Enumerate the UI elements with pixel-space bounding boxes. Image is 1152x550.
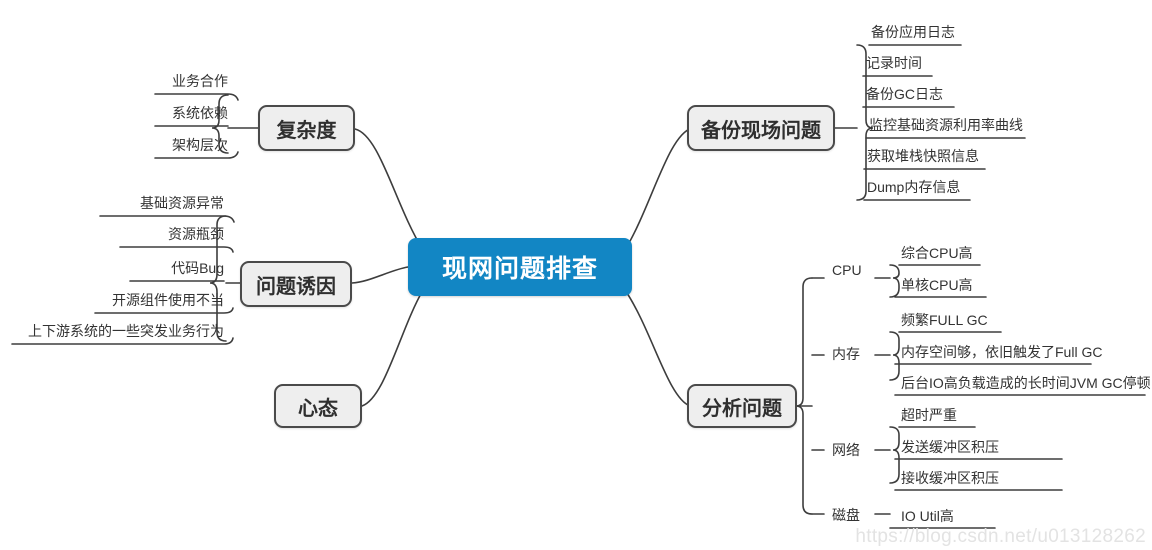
connector-root-causes <box>351 266 409 284</box>
branch-node-causes[interactable]: 问题诱因 <box>240 261 352 307</box>
leaf-cpu-1[interactable]: 综合CPU高 <box>901 245 973 261</box>
underline-causes-2 <box>119 246 234 253</box>
category-label-memory[interactable]: 内存 <box>832 346 860 362</box>
category-label-disk[interactable]: 磁盘 <box>832 507 860 523</box>
root-node-label: 现网问题排查 <box>441 255 598 283</box>
leaf-memory-1[interactable]: 频繁FULL GC <box>901 312 988 328</box>
leaf-memory-2[interactable]: 内存空间够，依旧触发了Full GC <box>901 344 1103 360</box>
category-label-network[interactable]: 网络 <box>832 442 860 458</box>
branch-node-complexity[interactable]: 复杂度 <box>258 105 355 151</box>
underline-causes-4 <box>94 307 234 314</box>
branch-label-causes: 问题诱因 <box>256 275 336 298</box>
leaf-complexity-2[interactable]: 系统依赖 <box>172 105 228 121</box>
underline-causes-1 <box>99 215 235 223</box>
connector-net-bracket <box>889 426 900 484</box>
leaf-disk-1[interactable]: IO Util高 <box>901 508 954 524</box>
leaf-backup-2[interactable]: 记录时间 <box>866 55 922 71</box>
leaf-backup-3[interactable]: 备份GC日志 <box>866 86 943 102</box>
connector-analyze-trunk <box>795 277 813 515</box>
leaf-network-1[interactable]: 超时严重 <box>901 407 957 423</box>
leaf-causes-4[interactable]: 开源组件使用不当 <box>112 292 224 308</box>
connector-mem-bracket <box>889 331 900 381</box>
connector-root-backup <box>624 127 693 251</box>
leaf-backup-1[interactable]: 备份应用日志 <box>871 24 955 40</box>
connector-cpu-bracket <box>889 264 900 298</box>
watermark: https://blog.csdn.net/u013128262 <box>855 526 1146 547</box>
leaf-complexity-1[interactable]: 业务合作 <box>172 73 228 89</box>
connector-root-mindset <box>361 289 424 407</box>
branch-label-complexity: 复杂度 <box>276 119 337 142</box>
leaf-complexity-3[interactable]: 架构层次 <box>172 137 228 153</box>
root-node[interactable]: 现网问题排查 <box>408 238 632 296</box>
connector-root-analyze <box>624 289 691 407</box>
branch-node-analyze[interactable]: 分析问题 <box>687 384 797 428</box>
underline-complexity-1 <box>154 93 239 101</box>
connector-root-complexity <box>354 128 424 251</box>
leaf-memory-3[interactable]: 后台IO高负载造成的长时间JVM GC停顿 <box>901 375 1151 391</box>
leaf-network-2[interactable]: 发送缓冲区积压 <box>901 439 999 455</box>
leaf-causes-5[interactable]: 上下游系统的一些突发业务行为 <box>28 323 224 339</box>
category-label-cpu[interactable]: CPU <box>832 262 862 278</box>
branch-label-analyze: 分析问题 <box>702 397 782 420</box>
leaf-cpu-2[interactable]: 单核CPU高 <box>901 277 973 293</box>
leaf-backup-4[interactable]: 监控基础资源利用率曲线 <box>869 117 1023 133</box>
branch-node-backup-scene[interactable]: 备份现场问题 <box>687 105 835 151</box>
branch-label-mindset: 心态 <box>298 397 338 420</box>
branch-node-mindset[interactable]: 心态 <box>274 384 362 428</box>
leaf-causes-2[interactable]: 资源瓶颈 <box>168 226 224 242</box>
leaf-causes-1[interactable]: 基础资源异常 <box>140 195 224 211</box>
branch-label-backup-scene: 备份现场问题 <box>701 119 821 142</box>
leaf-backup-5[interactable]: 获取堆栈快照信息 <box>867 148 979 164</box>
leaf-causes-3[interactable]: 代码Bug <box>171 260 224 276</box>
leaf-network-3[interactable]: 接收缓冲区积压 <box>901 470 999 486</box>
leaf-backup-6[interactable]: Dump内存信息 <box>867 179 961 195</box>
